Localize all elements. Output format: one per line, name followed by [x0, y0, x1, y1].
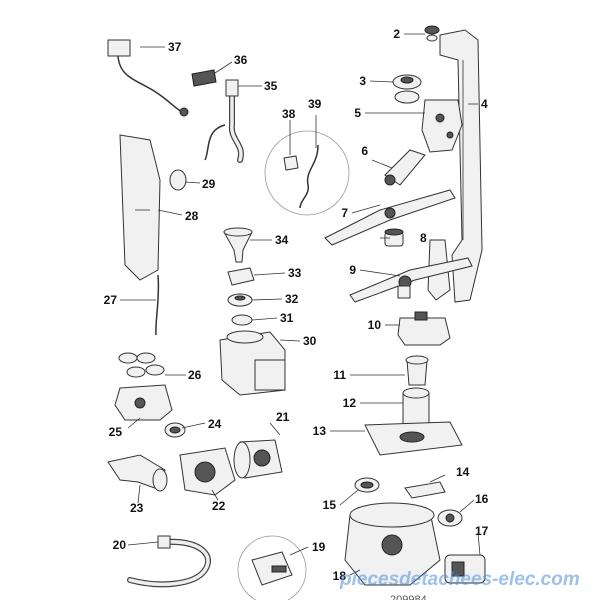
ring-drawing — [164, 422, 186, 438]
part-label-35: 35 — [264, 79, 278, 93]
part-label-32: 32 — [285, 292, 299, 306]
part-label-26: 26 — [188, 368, 202, 382]
part-label-38: 38 — [282, 107, 296, 121]
upper-spray-arm-drawing — [324, 189, 456, 246]
part-label-13: 13 — [313, 424, 327, 438]
part-label-11: 11 — [333, 368, 346, 382]
part-label-6: 6 — [361, 144, 368, 158]
lower-spray-arm-drawing — [349, 257, 473, 303]
part-label-8: 8 — [420, 231, 427, 245]
part-label-22: 22 — [212, 499, 226, 513]
watermark: piecesdetachees-elec.com — [339, 569, 580, 590]
connector-pipe-drawing — [384, 149, 426, 186]
valve-block-drawing — [421, 99, 463, 153]
filter-plate-drawing — [364, 421, 463, 456]
arm-fixing-drawing — [384, 228, 404, 247]
housing-drawing — [237, 535, 307, 600]
part-label-5: 5 — [354, 106, 361, 120]
part-label-31: 31 — [280, 311, 294, 325]
part-label-27: 27 — [104, 293, 118, 307]
part-label-36: 36 — [234, 53, 248, 67]
sensor-panel-drawing — [119, 134, 161, 336]
part-label-2: 2 — [393, 27, 400, 41]
part-label-12: 12 — [343, 396, 357, 410]
pump-housing-drawing — [179, 447, 236, 496]
diagram-code: 209984 — [390, 594, 427, 600]
part-label-24: 24 — [208, 417, 222, 431]
cable-plug-drawing — [107, 39, 189, 117]
drain-hose-drawing — [127, 535, 211, 588]
part-label-3: 3 — [359, 74, 366, 88]
knob-drawing — [169, 169, 187, 191]
part-label-18: 18 — [333, 569, 347, 583]
part-label-7: 7 — [341, 206, 348, 220]
part-label-10: 10 — [368, 318, 382, 332]
heater-block-drawing — [114, 384, 173, 421]
part-label-14: 14 — [456, 465, 470, 479]
part-label-9: 9 — [349, 263, 356, 277]
pump-motor-drawing — [233, 439, 283, 479]
funnel-drawing — [223, 227, 253, 263]
sump-assembly-drawing — [344, 502, 486, 586]
brine-container-drawing — [219, 330, 286, 396]
seal-rings-drawing — [118, 352, 165, 378]
top-nut-drawing — [424, 25, 440, 42]
leader-lines — [120, 33, 481, 576]
bracket-drawing — [404, 481, 446, 499]
part-label-33: 33 — [288, 266, 302, 280]
inlet-hose-drawing — [204, 79, 244, 163]
part-label-29: 29 — [202, 177, 216, 191]
part-label-21: 21 — [276, 410, 290, 424]
part-label-20: 20 — [113, 538, 127, 552]
cap-drawing — [227, 293, 253, 307]
elbow-pipe-drawing — [107, 454, 168, 492]
gasket-drawing — [354, 477, 380, 493]
part-label-37: 37 — [168, 40, 182, 54]
clamp-drawing — [191, 69, 217, 87]
part-label-4: 4 — [481, 97, 488, 111]
part-label-34: 34 — [275, 233, 289, 247]
part-label-15: 15 — [323, 498, 337, 512]
upper-nozzle-drawing — [392, 74, 422, 104]
part-label-17: 17 — [475, 524, 489, 538]
part-number-labels: 2 3 4 5 6 7 8 9 10 11 12 13 14 15 16 17 … — [104, 27, 489, 583]
part-label-28: 28 — [185, 209, 199, 223]
small-valve-drawing — [437, 509, 463, 527]
cover-drawing — [227, 267, 255, 286]
part-label-25: 25 — [109, 425, 123, 439]
small-ring-drawing — [231, 314, 253, 326]
part-label-30: 30 — [303, 334, 317, 348]
filter-cylinder-drawing — [402, 387, 430, 426]
part-label-16: 16 — [475, 492, 489, 506]
coupling-tube-drawing — [405, 355, 429, 386]
arm-support-drawing — [397, 311, 451, 346]
valve-assembly-drawing — [264, 130, 350, 216]
part-label-39: 39 — [308, 97, 322, 111]
part-label-23: 23 — [130, 501, 144, 515]
part-label-19: 19 — [312, 540, 326, 554]
